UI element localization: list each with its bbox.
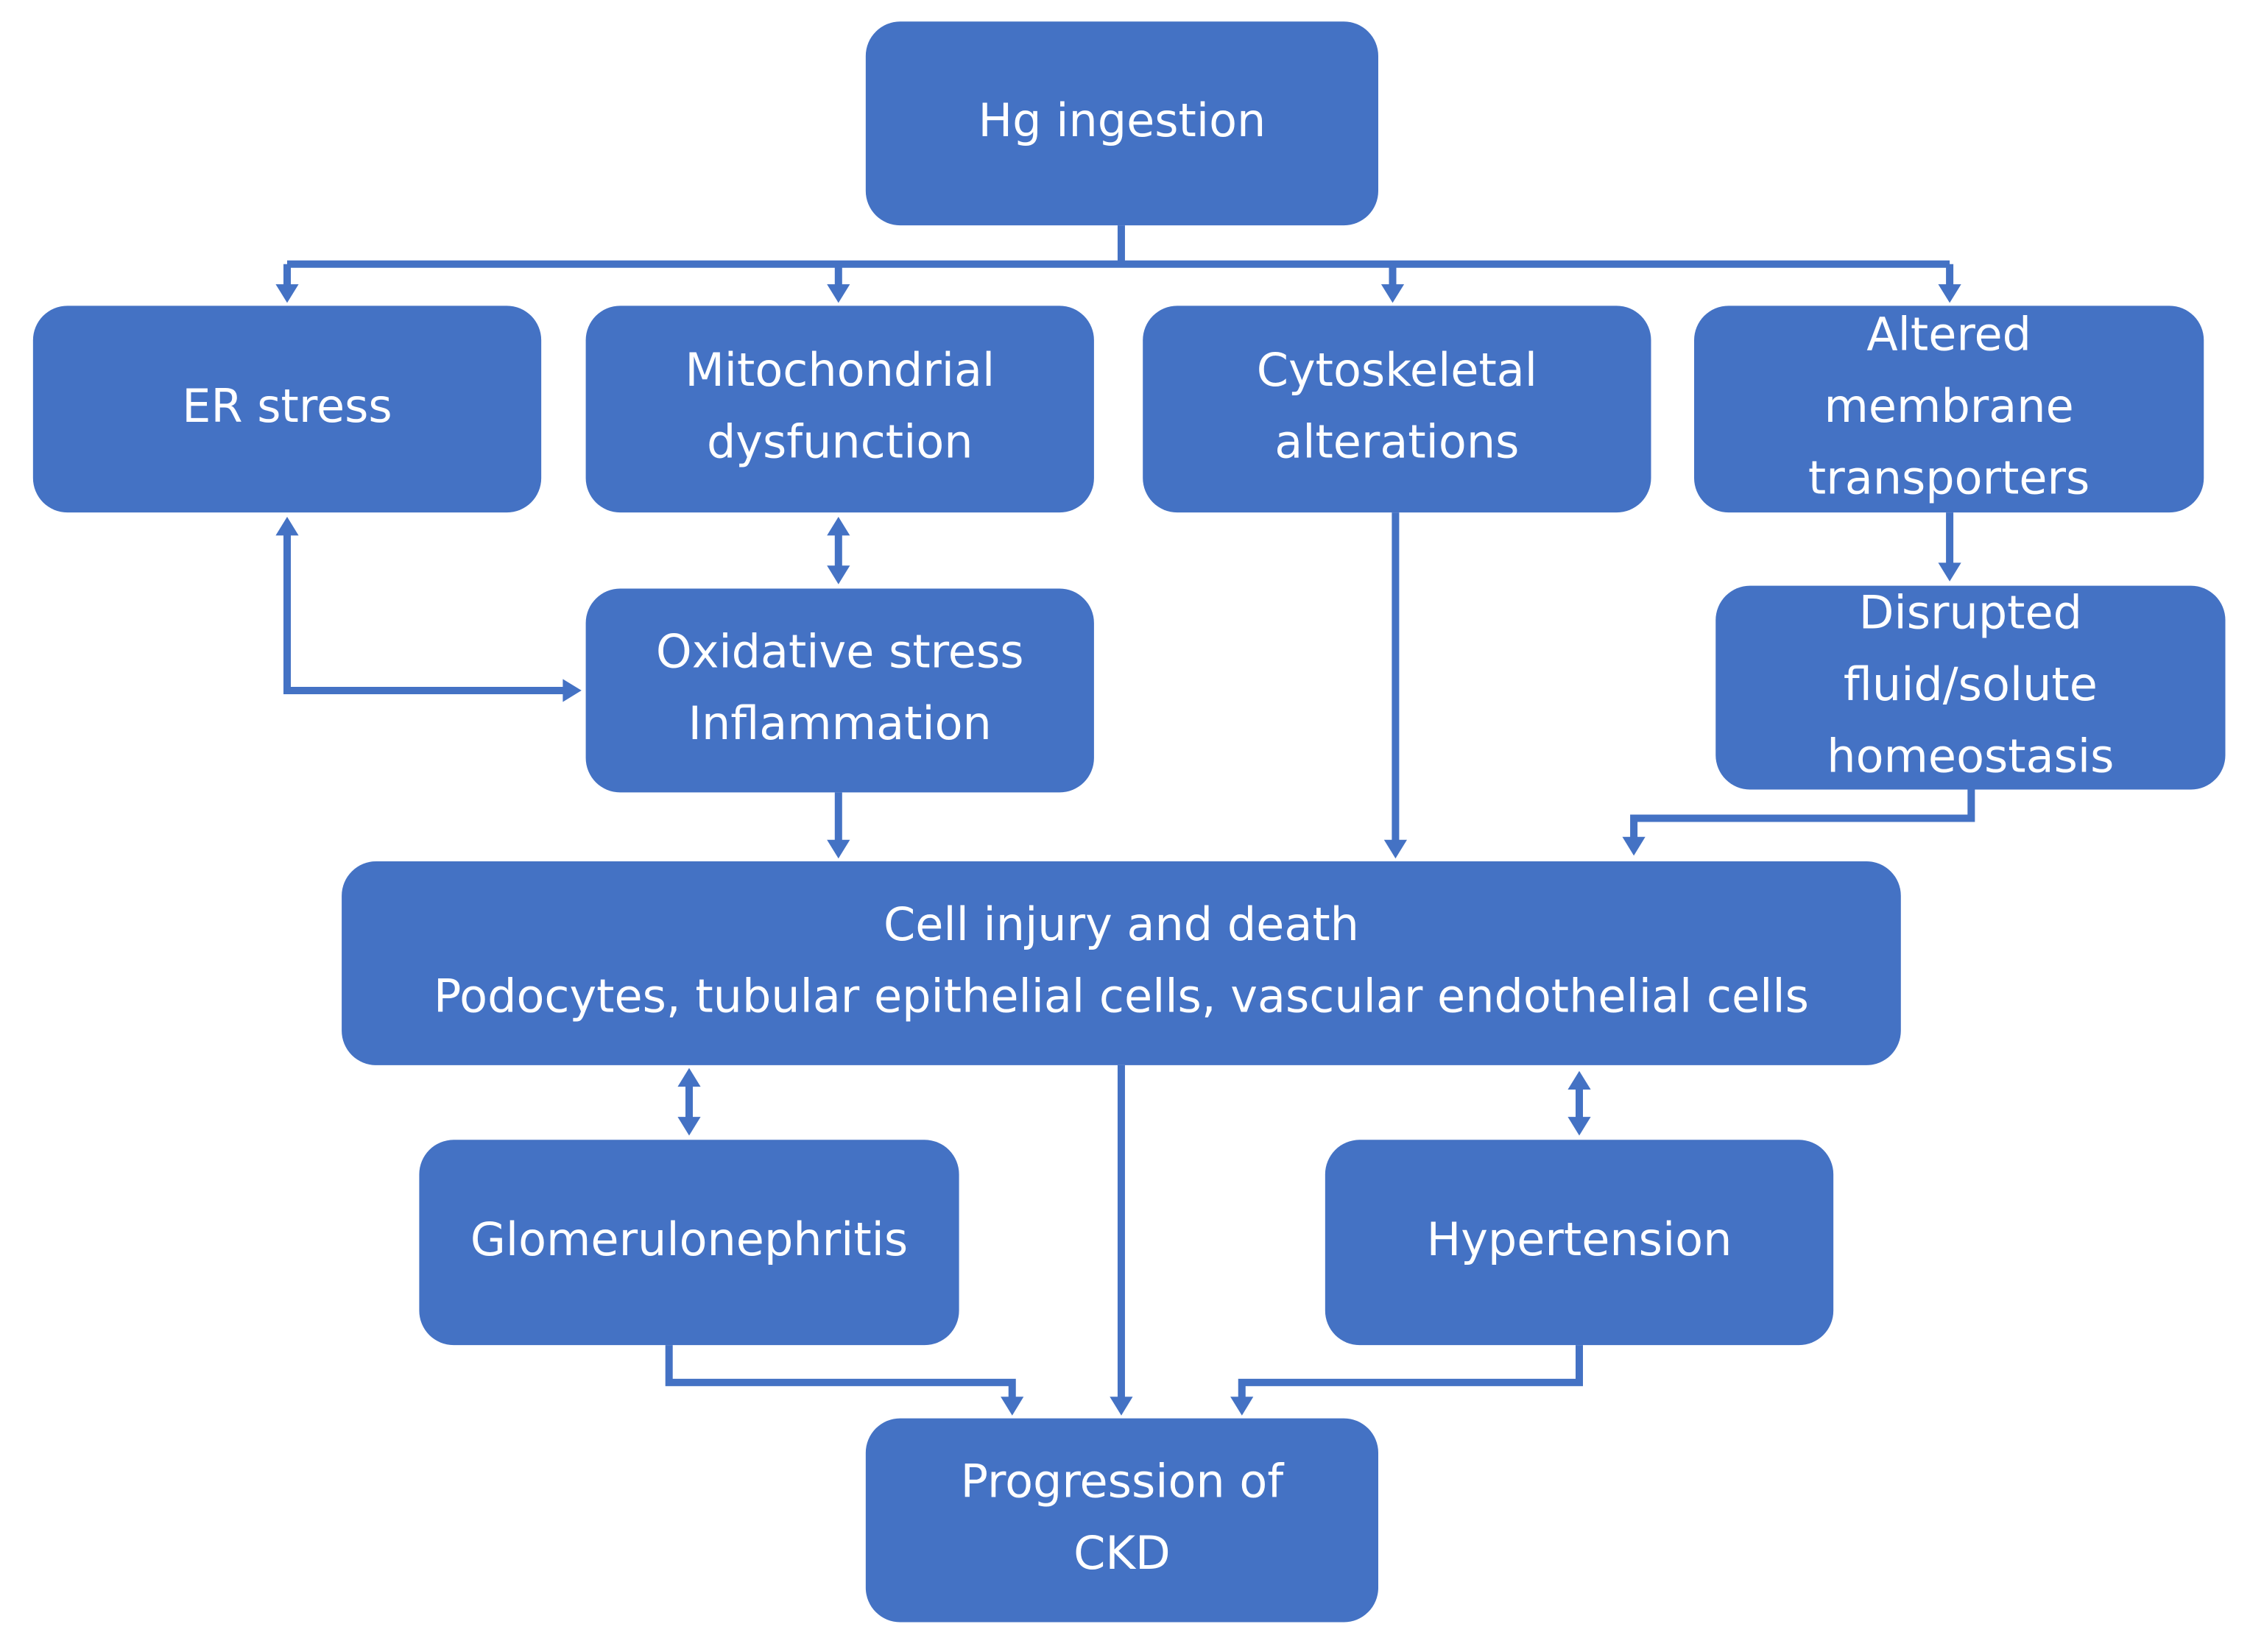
- arrowhead-end: [1230, 1397, 1254, 1416]
- box-label: Podocytes, tubular epithelial cells, vas…: [434, 969, 1809, 1023]
- box-ckd: Progression of CKD: [865, 1418, 1378, 1623]
- box-label: Altered: [1866, 307, 2031, 361]
- box-label: ER stress: [182, 379, 392, 433]
- box-label: homeostasis: [1827, 730, 2114, 783]
- arrowhead-end: [1383, 839, 1407, 859]
- box-label: dysfunction: [707, 415, 973, 469]
- box-shape: [1694, 306, 2204, 513]
- connector-hg-to-er: [275, 264, 299, 303]
- connector-hg-to-membrane: [1938, 264, 1961, 303]
- box-label: alterations: [1274, 415, 1519, 469]
- arrowhead-end: [1567, 1117, 1591, 1136]
- box-label: Disrupted: [1859, 586, 2082, 640]
- box-label: Mitochondrial: [685, 343, 995, 397]
- box-shape: [585, 306, 1094, 513]
- connector-oxidative-injury: [827, 792, 850, 859]
- connector-hg-to-cyto: [1380, 264, 1405, 303]
- connector-er-oxidative: [275, 517, 582, 702]
- connector-injury-glomerulo: [677, 1067, 701, 1136]
- connector-injury-ckd: [1110, 1065, 1133, 1416]
- box-shape: [1325, 1140, 1834, 1346]
- box-label: Hg ingestion: [978, 93, 1266, 147]
- connector-hypertension-ckd: [1230, 1345, 1583, 1416]
- box-disrupted: Disrupted fluid/solute homeostasis: [1715, 585, 2226, 790]
- box-shape: [865, 1418, 1378, 1623]
- arrowhead-start: [275, 517, 299, 536]
- box-label: transporters: [1808, 451, 2089, 504]
- connector-cyto-injury: [1383, 512, 1407, 859]
- connector-injury-hypertension: [1567, 1070, 1591, 1136]
- box-shape: [1143, 306, 1651, 513]
- connector-line: [665, 1345, 1016, 1402]
- box-membrane: Altered membrane transporters: [1694, 306, 2204, 513]
- box-hg-ingestion: Hg ingestion: [865, 21, 1378, 226]
- boxes: Hg ingestion ER stress Mitochondrial dysfun…: [32, 21, 2226, 1623]
- box-er-stress: ER stress: [32, 306, 542, 513]
- arrowhead-end: [827, 839, 850, 859]
- arrowhead-end: [562, 679, 582, 702]
- arrowhead-end: [1110, 1397, 1133, 1416]
- box-label: Progression of: [961, 1454, 1286, 1508]
- box-hypertension: Hypertension: [1325, 1140, 1834, 1346]
- arrowhead-end: [677, 1117, 701, 1136]
- connector-membrane-disrupted: [1938, 512, 1961, 582]
- box-glomerulonephritis: Glomerulonephritis: [419, 1140, 959, 1346]
- connector-line: [283, 531, 568, 694]
- box-label: CKD: [1073, 1526, 1171, 1580]
- connector-line: [1630, 789, 1975, 841]
- box-cytoskeletal: Cytoskeletal alterations: [1143, 306, 1651, 513]
- arrowhead-end: [1938, 284, 1961, 303]
- box-shape: [585, 588, 1094, 793]
- connector-glomerulo-ckd: [665, 1345, 1024, 1416]
- box-label: Hypertension: [1427, 1212, 1732, 1266]
- arrowhead-end: [1380, 284, 1405, 303]
- arrowhead-start: [827, 517, 850, 536]
- box-shape: [342, 861, 1901, 1065]
- arrowhead-end: [827, 565, 850, 585]
- connector-disrupted-injury: [1622, 789, 1975, 856]
- box-label: Glomerulonephritis: [470, 1212, 908, 1266]
- arrowhead-end: [827, 284, 850, 303]
- box-shape: [1715, 585, 2226, 790]
- box-label: fluid/solute: [1844, 657, 2098, 711]
- box-label: Inflammation: [688, 696, 992, 750]
- arrowhead-start: [1567, 1070, 1591, 1090]
- box-label: Cytoskeletal: [1257, 343, 1537, 397]
- box-shape: [32, 306, 542, 513]
- arrowhead-start: [677, 1067, 701, 1087]
- arrowhead-end: [275, 284, 299, 303]
- connectors: [275, 225, 1975, 1416]
- arrowhead-end: [1938, 562, 1961, 582]
- connector-line: [1238, 1345, 1583, 1402]
- arrowhead-end: [1622, 836, 1646, 856]
- connector-hg-to-mito: [827, 264, 850, 303]
- box-label: Oxidative stress: [656, 624, 1024, 678]
- box-shape: [865, 21, 1378, 226]
- box-label: membrane: [1824, 379, 2074, 433]
- box-label: Cell injury and death: [884, 897, 1359, 951]
- arrowhead-end: [1001, 1397, 1024, 1416]
- box-shape: [419, 1140, 959, 1346]
- connector-mito-oxidative: [827, 517, 850, 585]
- box-mitochondrial: Mitochondrial dysfunction: [585, 306, 1094, 513]
